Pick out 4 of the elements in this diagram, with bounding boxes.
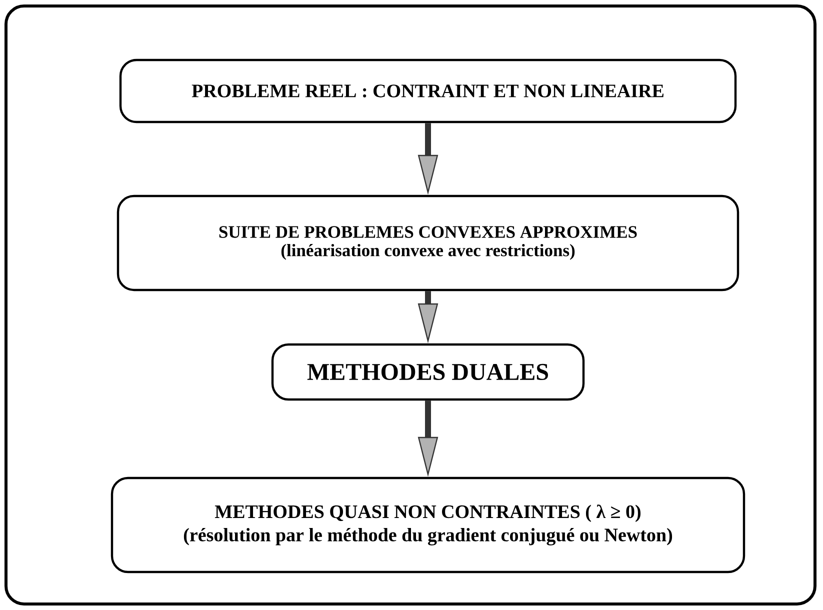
process-box: METHODES QUASI NON CONTRAINTES ( λ ≥ 0) (résolution par le méthode du gradient conjugué ou Newton) [110,476,746,574]
process-box: SUITE DE PROBLEMES CONVEXES APPROXIMES (linéarisation convexe avec restrictions) [116,194,740,292]
process-box: PROBLEME REEL : CONTRAINT ET NON LINEAIRE [119,58,737,124]
process-box: METHODES DUALES [271,343,585,401]
